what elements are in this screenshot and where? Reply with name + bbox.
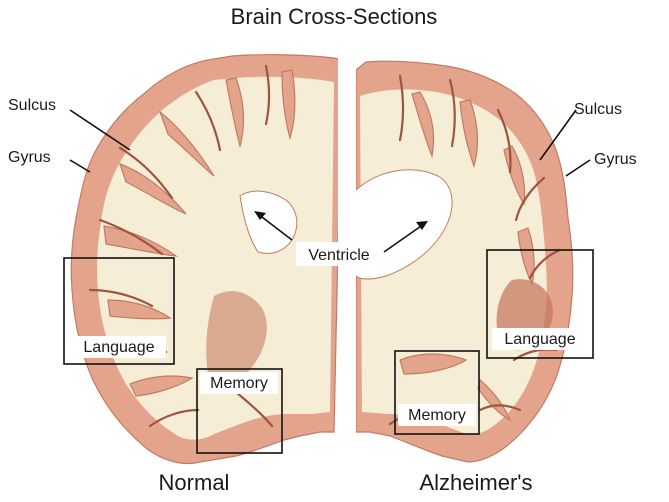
gyrus-label-right: Gyrus (594, 151, 637, 168)
alzheimers-caption: Alzheimer's (419, 470, 532, 495)
gyrus-label-left: Gyrus (8, 149, 51, 166)
memory-label-normal: Memory (210, 375, 268, 392)
memory-label-alzheimers: Memory (408, 407, 466, 424)
normal-caption: Normal (159, 470, 230, 495)
language-box-normal (63, 257, 175, 365)
memory-box-alzheimers (394, 350, 480, 435)
ventricle-label: Ventricle (308, 247, 369, 264)
sulcus-label-right: Sulcus (574, 101, 622, 118)
diagram-title: Brain Cross-Sections (231, 4, 438, 29)
language-label-alzheimers: Language (504, 331, 575, 348)
language-label-normal: Language (83, 339, 154, 356)
memory-box-normal (196, 368, 283, 454)
alzheimers-hemisphere (355, 60, 574, 463)
leader-lines (69, 109, 591, 253)
sulcus-label-left: Sulcus (8, 97, 56, 114)
region-boxes (63, 249, 594, 454)
language-box-alzheimers (486, 249, 594, 359)
